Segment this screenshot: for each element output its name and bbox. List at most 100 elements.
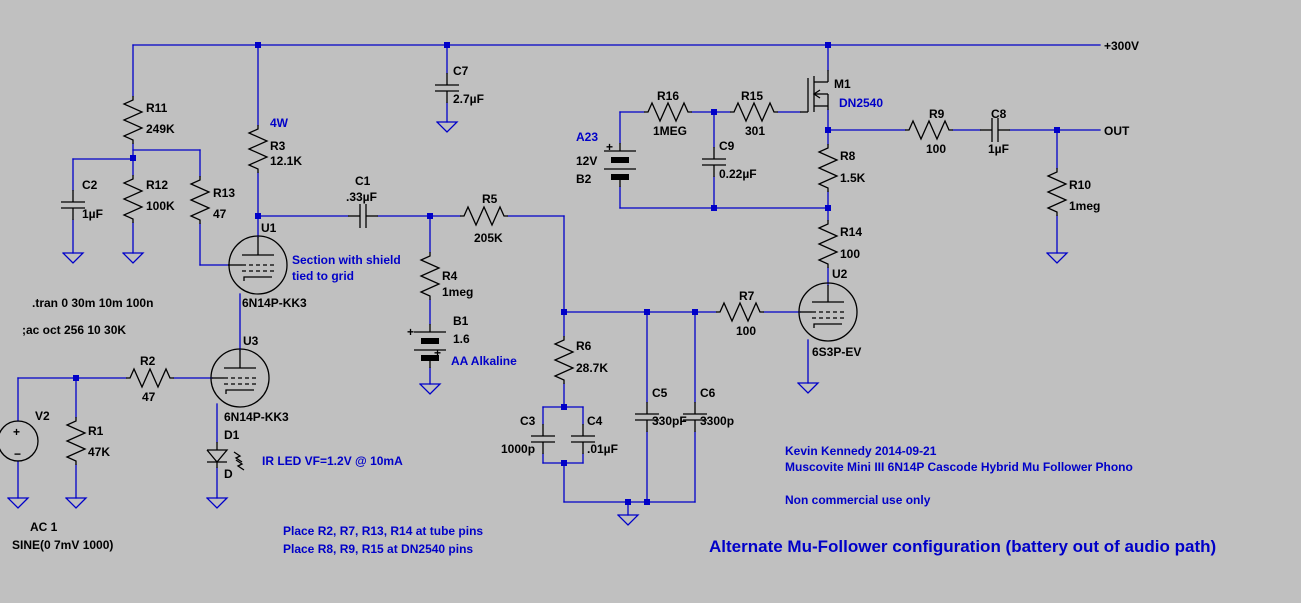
r3-ref: R3 (270, 139, 286, 153)
directive-tran: .tran 0 30m 10m 100n (32, 296, 153, 310)
b2-note: A23 (576, 130, 598, 144)
r1-value: 47K (88, 445, 110, 459)
capacitor-c4: C4 .01µF (570, 414, 618, 456)
r12-value: 100K (146, 199, 175, 213)
resistor-r1: R1 47K (66, 416, 110, 466)
r10-value: 1meg (1069, 199, 1100, 213)
u2-ref: U2 (832, 267, 848, 281)
b1-note: AA Alkaline (451, 354, 517, 368)
c2-ref: C2 (82, 178, 98, 192)
resistor-r11: R11 249K (123, 95, 175, 145)
c6-value: 3300p (700, 414, 734, 428)
r11-value: 249K (146, 122, 175, 136)
directive-ac: ;ac oct 256 10 30K (22, 323, 126, 337)
r1-ref: R1 (88, 424, 104, 438)
c4-value: .01µF (587, 442, 618, 456)
note-placement-1: Place R2, R7, R13, R14 at tube pins (283, 524, 483, 538)
r6-ref: R6 (576, 339, 592, 353)
resistor-r7: R7 100 (715, 289, 765, 338)
v2-line2: SINE(0 7mV 1000) (12, 538, 113, 552)
r2-ref: R2 (140, 354, 156, 368)
b1-minus-mark: + (434, 346, 441, 360)
net-label-out: OUT (1104, 124, 1130, 138)
capacitor-c3: C3 1000p (501, 414, 556, 456)
r10-ref: R10 (1069, 178, 1091, 192)
r2-value: 47 (142, 390, 156, 404)
resistor-r13: R13 47 (190, 175, 235, 225)
resistor-r12: R12 100K (123, 174, 175, 224)
v2-minus-mark: − (14, 447, 21, 461)
tube-u3: U3 6N14P-KK3 (210, 334, 289, 424)
r7-ref: R7 (739, 289, 755, 303)
c7-value: 2.7µF (453, 92, 484, 106)
r4-value: 1meg (442, 285, 473, 299)
r8-ref: R8 (840, 149, 856, 163)
u3-model: 6N14P-KK3 (224, 410, 289, 424)
capacitor-c8: C8 1µF (979, 107, 1011, 156)
r4-ref: R4 (442, 269, 458, 283)
capacitor-c9: C9 0.22µF (701, 139, 757, 181)
note-license: Non commercial use only (785, 493, 931, 507)
u1-note2: tied to grid (292, 269, 354, 283)
resistor-r15: R15 301 (729, 89, 779, 138)
resistor-r5: R5 205K (459, 192, 509, 245)
u1-model: 6N14P-KK3 (242, 296, 307, 310)
b2-ref: B2 (576, 172, 592, 186)
schematic-title: Alternate Mu-Follower configuration (bat… (709, 537, 1216, 556)
u3-ref: U3 (243, 334, 259, 348)
c2-value: 1µF (82, 207, 103, 221)
r7-value: 100 (736, 324, 756, 338)
resistor-r10: R10 1meg (1047, 167, 1100, 217)
u1-ref: U1 (261, 221, 277, 235)
capacitor-c2: C2 1µF (60, 178, 103, 221)
resistor-r3: 4W R3 12.1K (248, 116, 302, 174)
c9-value: 0.22µF (719, 167, 757, 181)
resistor-r14: R14 100 (818, 219, 862, 269)
r3-value: 12.1K (270, 154, 302, 168)
mosfet-m1: M1 DN2540 (800, 70, 883, 113)
d1-note: IR LED VF=1.2V @ 10mA (262, 454, 403, 468)
m1-model: DN2540 (839, 96, 883, 110)
r9-ref: R9 (929, 107, 945, 121)
r13-ref: R13 (213, 186, 235, 200)
b1-plus-mark: + (407, 325, 414, 339)
resistor-r8: R8 1.5K (818, 143, 866, 193)
r3-power: 4W (270, 116, 289, 130)
c5-value: 330pF (652, 414, 687, 428)
source-v2: + − V2 AC 1 SINE(0 7mV 1000) (0, 409, 113, 552)
v2-plus-mark: + (13, 425, 20, 439)
r15-value: 301 (745, 124, 765, 138)
c8-value: 1µF (988, 142, 1009, 156)
resistor-r9: R9 100 (904, 107, 954, 156)
note-project: Muscovite Mini III 6N14P Cascode Hybrid … (785, 460, 1133, 474)
r11-ref: R11 (146, 101, 168, 115)
r9-value: 100 (926, 142, 946, 156)
c6-ref: C6 (700, 386, 716, 400)
resistor-r16: R16 1MEG (643, 89, 693, 138)
r5-value: 205K (474, 231, 503, 245)
capacitor-c6: C6 3300p (682, 386, 734, 433)
r16-ref: R16 (657, 89, 679, 103)
tube-u1: U1 Section with shield tied to grid 6N14… (228, 221, 401, 310)
m1-ref: M1 (834, 77, 851, 91)
c8-ref: C8 (991, 107, 1007, 121)
c3-ref: C3 (520, 414, 536, 428)
u1-note1: Section with shield (292, 253, 401, 267)
note-author: Kevin Kennedy 2014-09-21 (785, 444, 937, 458)
r14-value: 100 (840, 247, 860, 261)
c9-ref: C9 (719, 139, 735, 153)
resistor-r2: R2 47 (125, 354, 175, 404)
c1-value: .33µF (346, 190, 377, 204)
capacitor-c5: C5 330pF (634, 386, 687, 433)
c3-value: 1000p (501, 442, 535, 456)
c7-ref: C7 (453, 64, 469, 78)
note-placement-2: Place R8, R9, R15 at DN2540 pins (283, 542, 473, 556)
r16-value: 1MEG (653, 124, 687, 138)
v2-line1: AC 1 (30, 520, 58, 534)
diode-d1: D1 D IR LED VF=1.2V @ 10mA (206, 428, 403, 481)
r15-ref: R15 (741, 89, 763, 103)
r14-ref: R14 (840, 225, 862, 239)
r8-value: 1.5K (840, 171, 866, 185)
r6-value: 28.7K (576, 361, 608, 375)
